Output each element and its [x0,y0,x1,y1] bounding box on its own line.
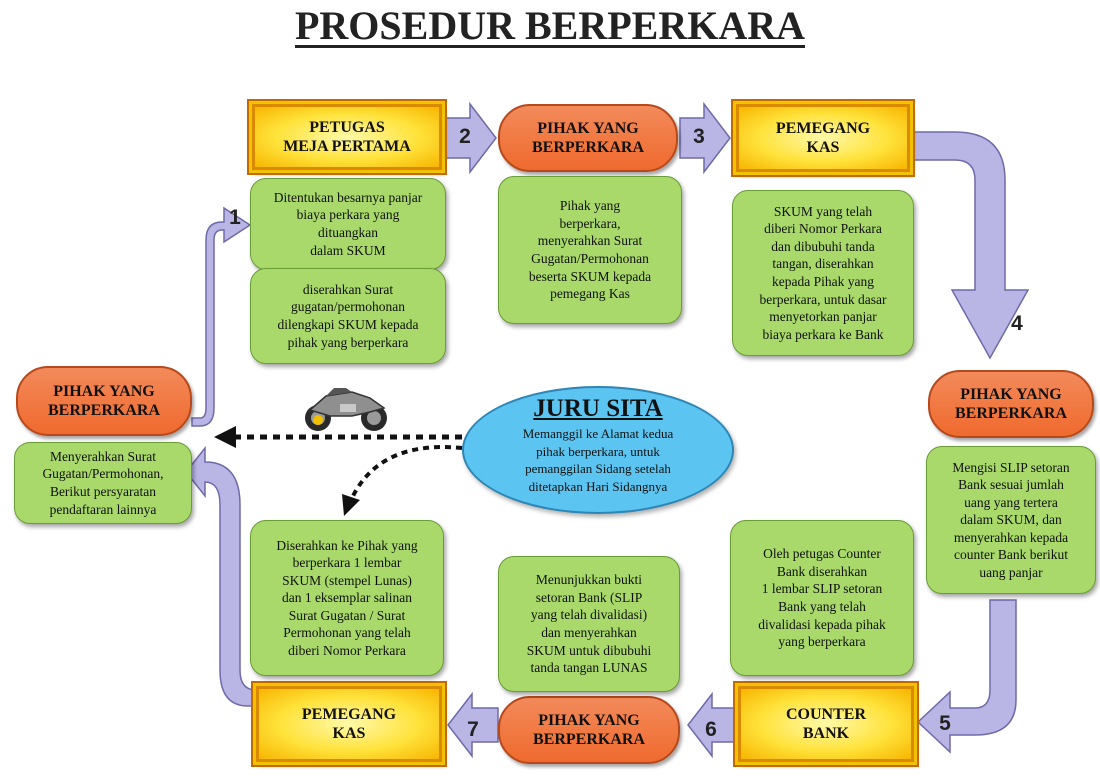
summons-arrowhead-down [342,494,360,516]
node-pihak-right: PIHAK YANG BERPERKARA [928,370,1094,438]
node-pihak-top: PIHAK YANG BERPERKARA [498,104,678,172]
note-meja-pertama-2: diserahkan Surat gugatan/permohonan dile… [250,268,446,364]
summons-arrowhead-left [214,426,236,448]
arrow-6 [687,691,737,759]
note-pemegang-kas-bottom: Diserahkan ke Pihak yang berperkara 1 le… [250,520,444,676]
juru-sita-description: Memanggil ke Alamat kedua pihak berperka… [522,426,674,494]
step-number-7: 7 [467,718,479,741]
note-pihak-bottom: Menunjukkan bukti setoran Bank (SLIP yan… [498,556,680,692]
node-pihak-bottom: PIHAK YANG BERPERKARA [498,696,680,764]
summons-arrow-down [350,445,463,499]
note-meja-pertama-1: Ditentukan besarnya panjar biaya perkara… [250,178,446,270]
step-number-4: 4 [1011,312,1023,335]
motorcycle-icon [305,388,387,431]
arrow-8 [185,445,257,707]
step-number-1: 1 [229,206,241,229]
node-pemegang-kas-bottom: PEMEGANG KAS [256,686,442,762]
arrow-4 [911,131,1030,360]
node-pemegang-kas-top: PEMEGANG KAS [736,104,910,172]
arrow-7 [447,691,499,759]
arrow-2 [445,101,497,175]
note-pemegang-kas-top: SKUM yang telah diberi Nomor Perkara dan… [732,190,914,356]
node-counter-bank: COUNTER BANK [738,686,914,762]
juru-sita-ellipse: JURU SITA Memanggil ke Alamat kedua piha… [462,386,734,514]
step-number-2: 2 [459,125,471,148]
arrow-1 [191,206,252,427]
juru-sita-title: JURU SITA [533,395,663,422]
note-pihak-top: Pihak yang berperkara, menyerahkan Surat… [498,176,682,324]
arrow-3 [679,101,731,175]
page-title: PROSEDUR BERPERKARA [294,3,806,48]
step-number-3: 3 [693,125,705,148]
note-pihak-left: Menyerahkan Surat Gugatan/Permohonan, Be… [14,442,192,524]
step-number-6: 6 [705,718,717,741]
note-counter-bank: Oleh petugas Counter Bank diserahkan 1 l… [730,520,914,676]
note-pihak-right: Mengisi SLIP setoran Bank sesuai jumlah … [926,446,1096,594]
step-number-5: 5 [939,712,951,735]
node-petugas-meja-pertama: PETUGAS MEJA PERTAMA [252,104,442,170]
arrow-5 [916,599,1017,754]
node-pihak-left: PIHAK YANG BERPERKARA [16,366,192,436]
